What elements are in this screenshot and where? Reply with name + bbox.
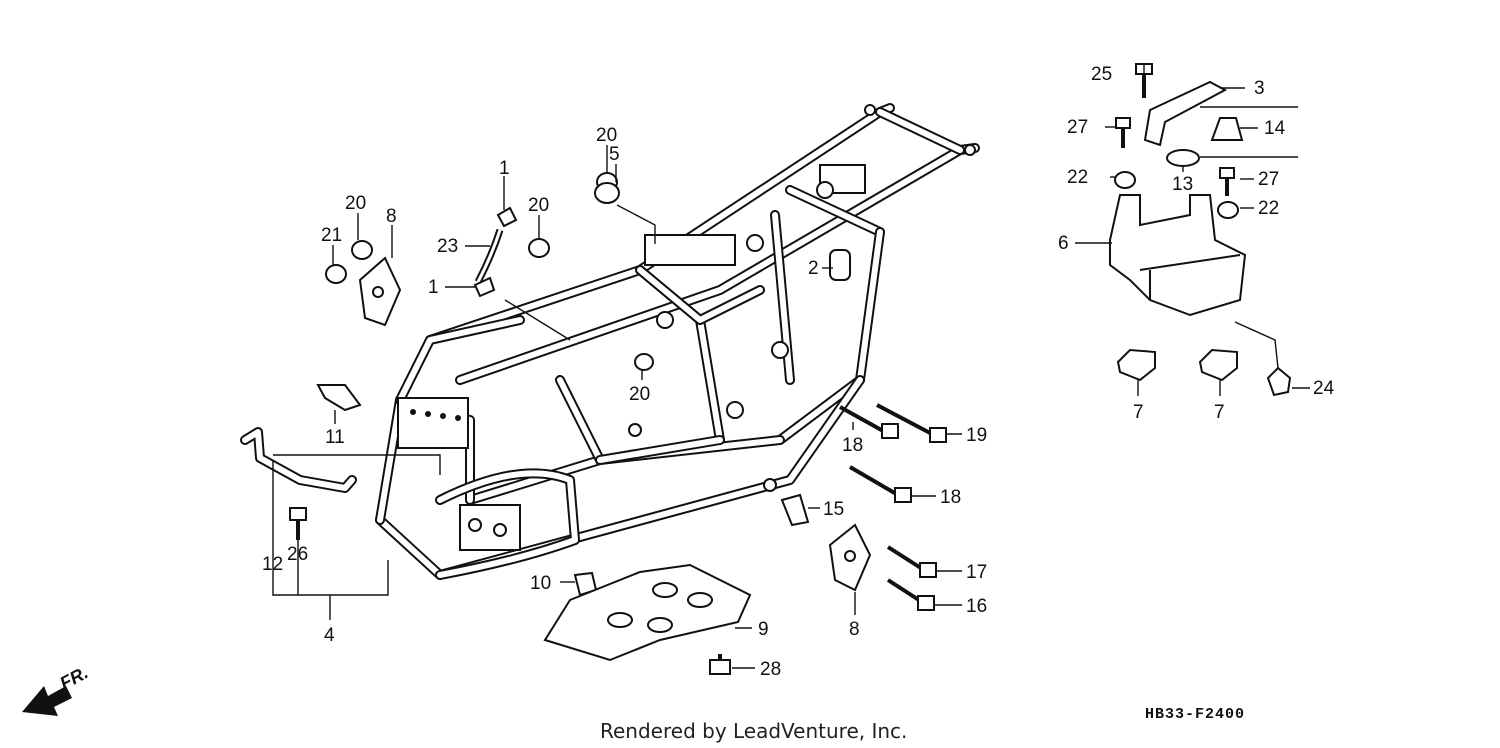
callout-18: 18 xyxy=(842,435,863,456)
front-arrow-icon xyxy=(22,686,72,716)
callout-14: 14 xyxy=(1264,118,1286,139)
callout-12: 12 xyxy=(262,554,283,575)
callout-5: 5 xyxy=(609,144,620,165)
callout-17: 17 xyxy=(966,562,987,583)
callout-9: 9 xyxy=(758,619,769,640)
callout-27: 27 xyxy=(1258,169,1279,190)
callout-20: 20 xyxy=(596,125,617,146)
callout-11: 11 xyxy=(325,427,345,448)
callout-3: 3 xyxy=(1254,78,1265,99)
callout-1: 1 xyxy=(499,158,510,179)
callout-4: 4 xyxy=(324,625,335,646)
callout-26: 26 xyxy=(287,544,308,565)
render-credit: Rendered by LeadVenture, Inc. xyxy=(600,719,907,743)
callout-10: 10 xyxy=(530,573,551,594)
callout-25: 25 xyxy=(1091,64,1112,85)
small-parts xyxy=(240,63,1298,675)
diagram-code: HB33-F2400 xyxy=(1145,706,1245,723)
callout-1: 1 xyxy=(428,277,439,298)
callout-7: 7 xyxy=(1214,402,1225,423)
callout-20: 20 xyxy=(528,195,549,216)
callout-28: 28 xyxy=(760,659,781,680)
callout-20: 20 xyxy=(345,193,366,214)
callout-24: 24 xyxy=(1313,378,1335,399)
callouts: 25 3 27 14 22 13 27 22 6 24 7 7 20 5 1 2… xyxy=(262,64,1335,680)
callout-15: 15 xyxy=(823,499,844,520)
main-frame xyxy=(375,103,980,580)
callout-19: 19 xyxy=(966,425,987,446)
callout-6: 6 xyxy=(1058,233,1069,254)
callout-21: 21 xyxy=(321,225,342,246)
callout-22: 22 xyxy=(1067,167,1088,188)
callout-27: 27 xyxy=(1067,117,1088,138)
leader-lines xyxy=(272,64,1310,669)
callout-18: 18 xyxy=(940,487,961,508)
callout-8: 8 xyxy=(849,619,860,640)
callout-13: 13 xyxy=(1172,174,1193,195)
callout-22: 22 xyxy=(1258,198,1279,219)
callout-20: 20 xyxy=(629,384,650,405)
callout-7: 7 xyxy=(1133,402,1144,423)
callout-8: 8 xyxy=(386,206,397,227)
callout-2: 2 xyxy=(808,258,819,279)
callout-23: 23 xyxy=(437,236,458,257)
callout-16: 16 xyxy=(966,596,987,617)
front-direction-indicator: FR. xyxy=(22,662,91,716)
